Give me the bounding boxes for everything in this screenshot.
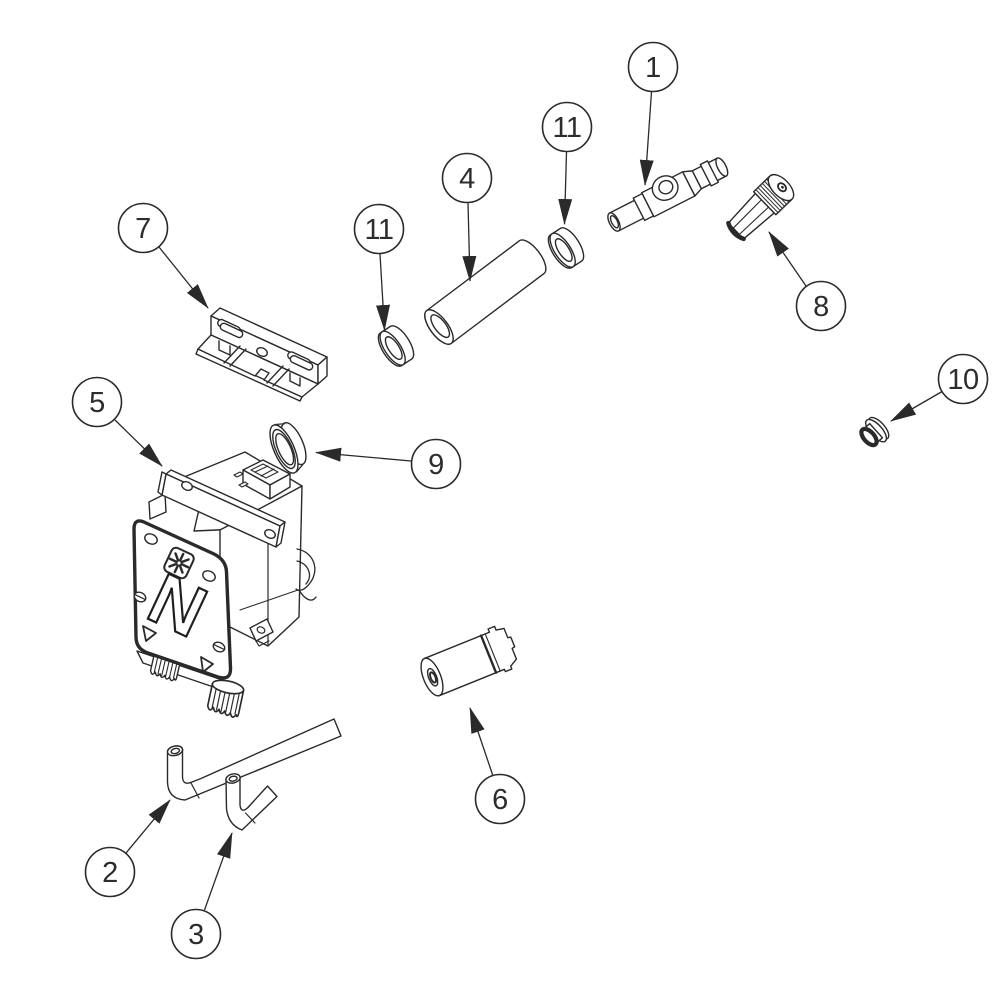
callout-label: 11 xyxy=(552,112,581,144)
callout-7: 7 xyxy=(117,202,209,309)
part-8-knurled-valve xyxy=(726,173,795,242)
callout-label: 11 xyxy=(364,214,393,246)
callout-label: 9 xyxy=(428,449,444,481)
part-10-bushing xyxy=(859,416,890,448)
leader-arrow xyxy=(203,832,233,911)
callout-9: 9 xyxy=(315,438,462,490)
callout-circle xyxy=(795,280,847,332)
callout-circle xyxy=(441,152,493,204)
callout-circle xyxy=(84,846,136,898)
leader-arrow xyxy=(462,202,477,282)
callout-label: 5 xyxy=(89,387,105,419)
triangle-mark-right xyxy=(200,656,214,673)
callout-5: 5 xyxy=(71,376,163,467)
callout-circle xyxy=(353,203,405,255)
callout-circle xyxy=(541,101,593,153)
callout-label: 4 xyxy=(459,163,475,195)
mounting-strap xyxy=(157,469,286,548)
leader-arrow xyxy=(768,231,807,287)
part-1-tee-fitting xyxy=(607,157,729,232)
callout-circle xyxy=(474,773,526,825)
front-plate xyxy=(132,519,233,680)
part-5-pump-unit xyxy=(132,451,317,718)
screw-left xyxy=(133,591,147,603)
leader-arrow xyxy=(158,246,209,309)
callout-circle xyxy=(937,353,989,405)
leader-arrow xyxy=(114,419,163,467)
hose-barb-right xyxy=(206,679,245,718)
part-7-mounting-bracket xyxy=(195,307,328,402)
callout-circle xyxy=(170,908,222,960)
callout-11-left: 11 xyxy=(353,203,405,331)
part-9-grommet xyxy=(269,422,307,474)
callout-label: 1 xyxy=(645,52,661,84)
callout-6: 6 xyxy=(469,707,526,825)
callout-3: 3 xyxy=(170,832,233,960)
callout-11-top: 11 xyxy=(541,101,593,225)
fan-asterisk-icon xyxy=(163,546,195,580)
callout-2: 2 xyxy=(84,799,171,898)
callout-1: 1 xyxy=(627,41,679,186)
callout-label: 10 xyxy=(947,364,978,396)
callout-10: 10 xyxy=(890,353,989,422)
leader-arrow xyxy=(376,253,391,331)
part-4-sleeve-tube xyxy=(424,239,547,345)
part-11-ring-top xyxy=(547,227,585,269)
connector-block xyxy=(233,459,291,500)
leader-arrow xyxy=(469,707,494,777)
leader-arrow xyxy=(890,390,944,422)
screw-right xyxy=(212,641,226,653)
part-3-short-elbow-tube xyxy=(225,773,278,831)
callout-4: 4 xyxy=(441,152,493,282)
leader-arrow xyxy=(125,799,171,854)
part-11-ring-left xyxy=(377,325,415,367)
part-2-long-elbow-tube xyxy=(166,718,342,801)
leader-arrow xyxy=(315,447,412,462)
callout-8: 8 xyxy=(768,231,847,332)
triangle-mark-left xyxy=(142,625,157,642)
callout-label: 6 xyxy=(492,784,508,816)
callout-circle xyxy=(117,202,169,254)
leader-arrow xyxy=(639,91,654,186)
callout-label: 7 xyxy=(135,213,151,245)
callout-label: 2 xyxy=(102,857,118,889)
callout-label: 3 xyxy=(188,919,204,951)
callout-circle xyxy=(627,41,679,93)
callout-label: 8 xyxy=(813,291,829,323)
callout-circle xyxy=(410,438,462,490)
part-6-motor-cylinder xyxy=(420,625,518,697)
wire-loops xyxy=(295,548,317,601)
leader-arrow xyxy=(558,151,573,225)
callout-circle xyxy=(71,376,123,428)
